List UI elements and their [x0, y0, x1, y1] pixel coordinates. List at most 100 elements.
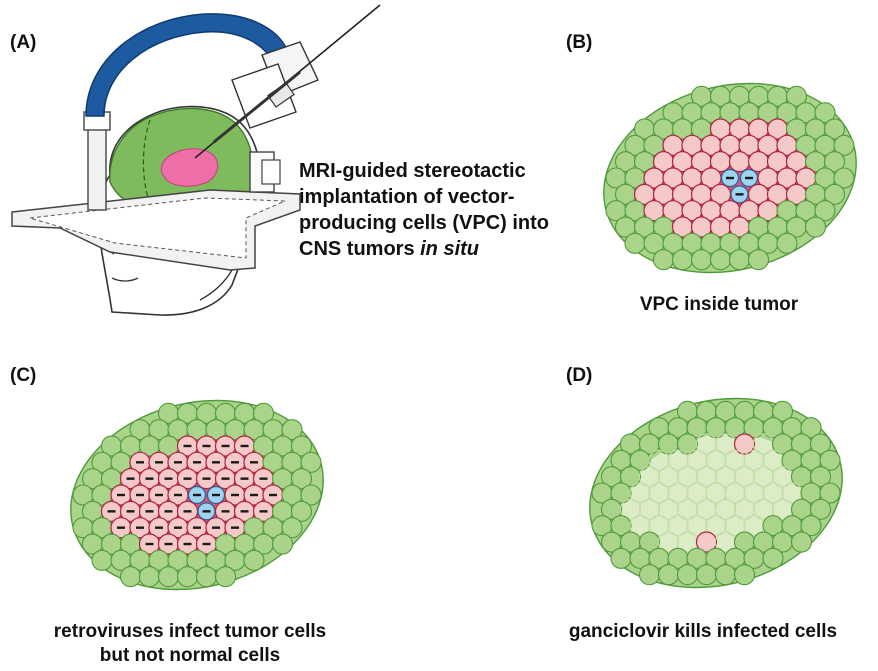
infection-marker: [240, 444, 249, 448]
normal-cell: [809, 498, 832, 520]
normal-cell: [709, 249, 732, 271]
panel-d-caption: ganciclovir kills infected cells: [568, 621, 838, 642]
infection-marker: [183, 510, 192, 513]
normal-cell: [290, 468, 313, 490]
dead-cell: [734, 466, 755, 488]
normal-cell: [638, 531, 661, 553]
normal-cell: [695, 564, 718, 586]
panel-label-b: (B): [566, 32, 593, 53]
normal-cell: [833, 167, 855, 189]
infection-marker: [231, 493, 239, 497]
normal-cell: [271, 533, 294, 555]
normal-cell: [91, 549, 113, 571]
dead-cell: [658, 531, 679, 553]
normal-cell: [138, 566, 161, 588]
dead-cell: [667, 449, 689, 471]
infection-marker: [183, 444, 192, 448]
dead-cell: [639, 466, 660, 488]
normal-cell: [652, 249, 675, 271]
infection-marker: [202, 444, 211, 448]
description-line-3: producing cells (VPC) into: [299, 212, 550, 234]
normal-cell: [176, 566, 199, 588]
normal-cell: [243, 549, 265, 571]
panel-b-caption: VPC inside tumor: [639, 294, 799, 315]
infection-marker: [269, 493, 277, 497]
infection-marker: [193, 461, 201, 464]
normal-cell: [823, 151, 846, 173]
dead-cell: [639, 498, 660, 520]
dead-cell: [743, 449, 765, 471]
infection-marker: [221, 477, 230, 480]
infection-marker: [240, 477, 249, 480]
normal-cell: [119, 566, 142, 588]
normal-cell: [785, 85, 808, 107]
infection-marker: [221, 510, 230, 513]
normal-cell: [733, 564, 756, 586]
description-line-2: implantation of vector-: [299, 186, 515, 208]
infection-marker: [202, 542, 211, 546]
dead-cell: [677, 498, 698, 520]
dead-cell: [705, 515, 727, 537]
infection-marker: [136, 493, 144, 497]
normal-cell: [809, 466, 832, 488]
normal-cell: [776, 232, 798, 254]
normal-cell: [281, 419, 303, 441]
infection-marker: [107, 510, 116, 513]
dead-cell: [696, 433, 717, 455]
infection-marker: [164, 542, 173, 546]
panel-c-caption-line-1: retroviruses infect tumor cells: [53, 621, 327, 642]
infection-marker: [155, 493, 163, 497]
panel-label-c: (C): [10, 365, 37, 386]
surviving-tumor-cell: [695, 531, 718, 553]
vpc-marker: [726, 176, 734, 180]
infection-marker: [212, 461, 220, 464]
normal-cell: [629, 449, 651, 471]
panel-d-tumor-diagram: [589, 397, 843, 589]
normal-cell: [676, 433, 699, 455]
dead-cell: [686, 515, 708, 537]
infection-marker: [145, 477, 154, 480]
normal-cell: [290, 500, 313, 522]
panel-c-caption: retroviruses infect tumor cells but not …: [0, 620, 380, 668]
dead-cell: [724, 515, 746, 537]
normal-cell: [819, 482, 841, 504]
dead-cell: [724, 449, 746, 471]
normal-cell: [290, 435, 313, 457]
normal-cell: [624, 232, 646, 254]
dead-cell: [667, 515, 689, 537]
vpc-marker: [735, 193, 744, 196]
normal-cell: [600, 498, 623, 520]
frame-side-post-cap: [261, 159, 281, 185]
dead-cell: [677, 466, 698, 488]
panel-c-tumor-diagram: [70, 399, 324, 591]
dead-cell: [734, 498, 755, 520]
infection-marker: [250, 461, 258, 464]
vpc-marker: [193, 493, 201, 497]
infection-marker: [117, 526, 125, 529]
normal-cell: [823, 183, 846, 205]
infection-marker: [164, 477, 173, 480]
vpc-marker: [202, 510, 211, 513]
normal-cell: [610, 515, 632, 537]
normal-cell: [714, 564, 737, 586]
normal-cell: [300, 484, 322, 506]
infection-marker: [202, 477, 211, 480]
dead-cell: [724, 482, 746, 504]
normal-cell: [800, 417, 822, 439]
normal-cell: [814, 102, 836, 124]
normal-cell: [800, 515, 822, 537]
infection-marker: [126, 477, 135, 480]
dead-cell: [648, 482, 670, 504]
normal-cell: [252, 402, 275, 424]
dead-cell: [715, 466, 736, 488]
vpc-marker: [745, 176, 753, 180]
normal-cell: [833, 134, 855, 156]
infection-marker: [240, 510, 249, 513]
infection-marker: [174, 526, 182, 529]
tumor-cell: [728, 151, 751, 173]
neck-line: [199, 269, 233, 301]
panel-c-caption-line-2: but not normal cells: [99, 645, 281, 666]
surviving-tumor-cell: [733, 433, 756, 455]
panel-a-description: MRI-guided stereotactic implantation of …: [299, 158, 549, 262]
